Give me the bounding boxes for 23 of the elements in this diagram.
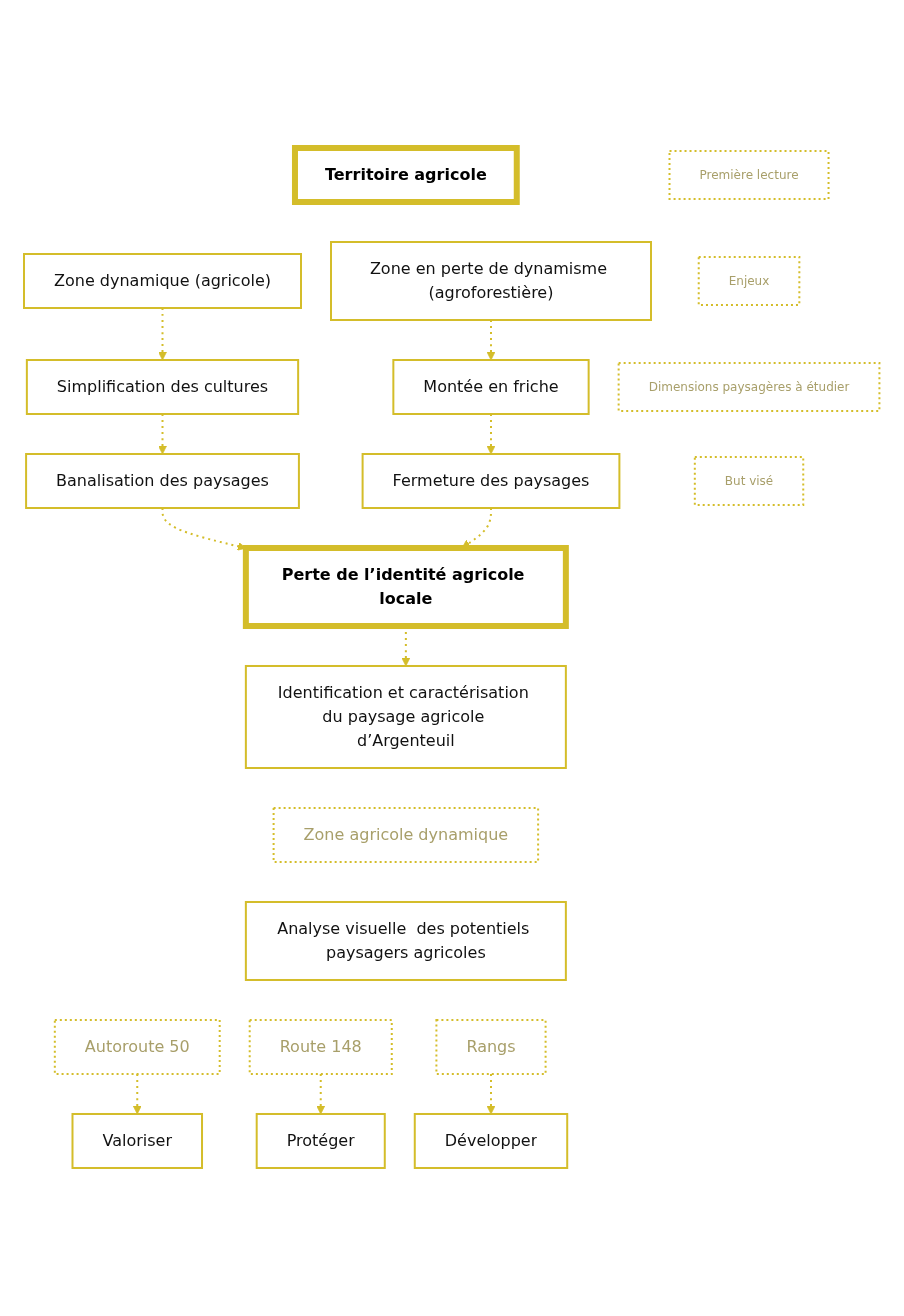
node-box: Perte de l’identité agricole locale — [243, 545, 570, 629]
node-box: Rangs — [435, 1019, 547, 1075]
node-box: Simplification des cultures — [26, 359, 300, 415]
node-box: Banalisation des paysages — [25, 453, 301, 509]
node-box: But visé — [694, 456, 805, 506]
arrow — [316, 1073, 326, 1115]
arrow — [133, 1073, 142, 1115]
node-box: Fermeture des paysages — [361, 453, 621, 509]
node-box: Identification et caractérisation du paysage agricole d’Argenteuil — [245, 665, 568, 769]
node-box: Développer — [414, 1113, 569, 1169]
node-box: Protéger — [256, 1113, 387, 1169]
node-box: Autoroute 50 — [54, 1019, 221, 1075]
node-box: Zone agricole dynamique — [272, 807, 540, 863]
node-box: Zone dynamique (agricole) — [23, 253, 303, 309]
node-box: Enjeux — [698, 256, 801, 306]
node-box: Route 148 — [249, 1019, 394, 1075]
node-box: Dimensions paysagères à étudier — [617, 362, 881, 412]
node-box: Analyse visuelle des potentiels paysagers agricoles — [245, 901, 568, 981]
node-box: Territoire agricole — [292, 145, 521, 205]
node-box: Zone en perte de dynamisme (agroforestière) — [330, 241, 653, 321]
node-box: Valoriser — [71, 1113, 204, 1169]
node-box: Montée en friche — [392, 359, 590, 415]
arrow — [486, 1073, 496, 1115]
